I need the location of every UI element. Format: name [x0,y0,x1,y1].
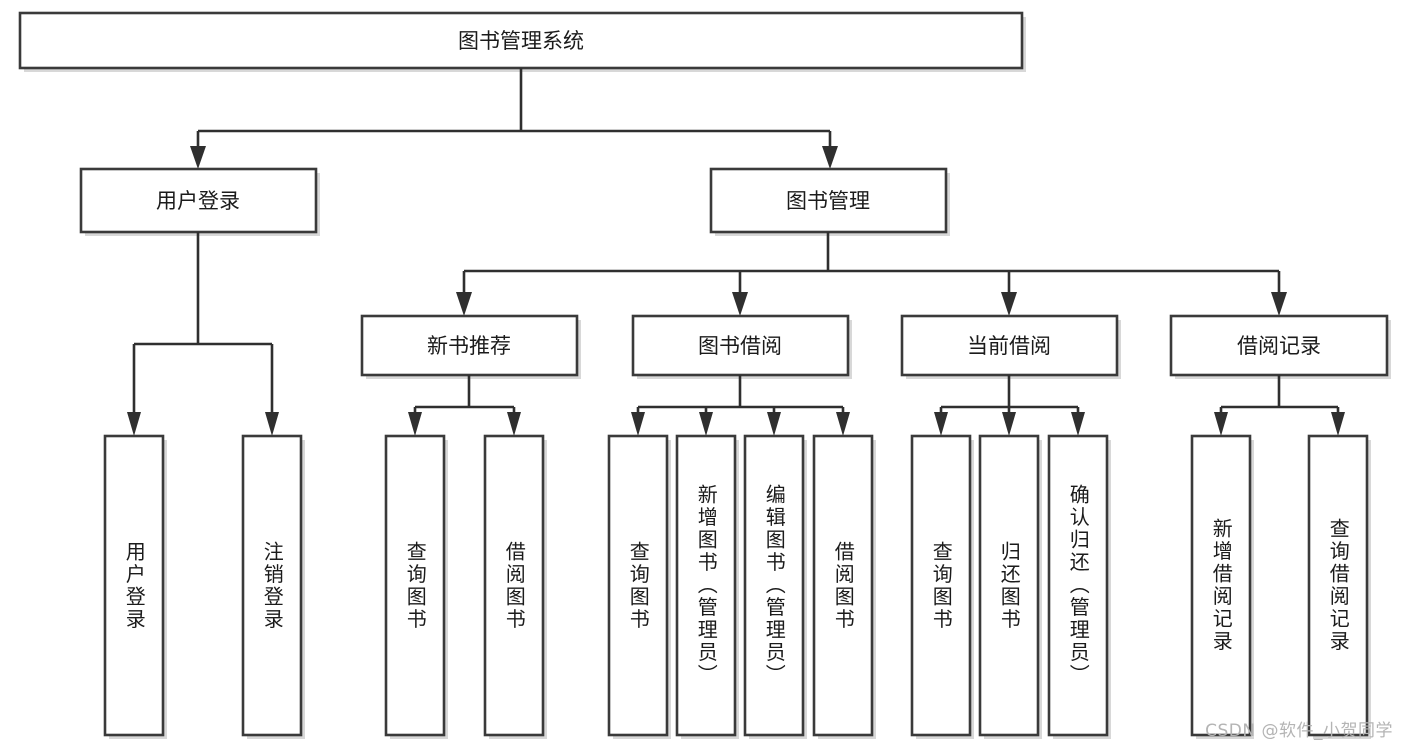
arrowhead-leaf-query-book-3 [934,412,948,436]
node-book-borrow-label: 图书借阅 [698,334,782,358]
arrowhead-leaf-add-record [1214,412,1228,436]
leaf-borrow-book-2-box[interactable] [812,434,874,737]
arrowhead-book-manage [822,146,838,169]
node-user-login[interactable]: 用户登录 [79,167,320,236]
node-book-manage-box[interactable] [709,167,948,234]
node-book-manage[interactable]: 图书管理 [709,167,950,236]
leaf-boxes [103,434,1371,739]
arrowhead-user-login [190,146,206,169]
edge-current-borrow-to-leaves [934,375,1085,436]
node-root[interactable]: 图书管理系统 [18,11,1026,72]
node-root-box[interactable] [18,11,1024,70]
node-current-borrow-label: 当前借阅 [967,334,1051,358]
arrowhead-leaf-return-book [1002,412,1016,436]
arrowhead-new-book-rec [456,292,472,316]
leaf-query-record-box[interactable] [1307,434,1369,737]
leaf-return-book-box[interactable] [978,434,1040,737]
leaf-query-book-3-box[interactable] [910,434,972,737]
arrowhead-leaf-borrow-book-1 [507,412,521,436]
arrowhead-leaf-edit-book [767,412,781,436]
arrowhead-leaf-user-login [127,412,141,436]
node-current-borrow[interactable]: 当前借阅 [900,314,1121,379]
edge-user-login-to-leaves [127,232,279,436]
edge-book-manage-to-level3 [456,232,1287,316]
node-current-borrow-box[interactable] [900,314,1119,377]
node-borrow-record-label: 借阅记录 [1237,334,1321,358]
leaf-add-record-box[interactable] [1190,434,1252,737]
arrowhead-borrow-record [1271,292,1287,316]
leaf-query-book-2-box[interactable] [607,434,669,737]
arrowhead-current-borrow [1001,292,1017,316]
edge-book-borrow-to-leaves [631,375,850,436]
node-new-book-rec[interactable]: 新书推荐 [360,314,581,379]
node-new-book-rec-label: 新书推荐 [427,334,511,358]
node-user-login-label: 用户登录 [156,189,240,213]
leaf-borrow-book-1-box[interactable] [483,434,545,737]
edge-root-to-level2 [190,68,838,169]
arrowhead-leaf-logout [265,412,279,436]
leaf-query-book-1-box[interactable] [384,434,446,737]
node-borrow-record-box[interactable] [1169,314,1389,377]
arrowhead-leaf-query-book-2 [631,412,645,436]
leaf-confirm-return-box[interactable] [1047,434,1109,737]
leaf-user-login-box[interactable] [103,434,165,737]
node-borrow-record[interactable]: 借阅记录 [1169,314,1391,379]
edge-borrow-record-to-leaves [1214,375,1345,436]
csdn-watermark: CSDN @软件_小贺同学 [1205,721,1393,741]
arrowhead-leaf-query-book-1 [408,412,422,436]
node-book-borrow[interactable]: 图书借阅 [631,314,852,379]
arrowhead-leaf-borrow-book-2 [836,412,850,436]
node-root-label: 图书管理系统 [458,29,584,53]
arrowhead-leaf-confirm-return [1071,412,1085,436]
leaf-edit-book-box[interactable] [743,434,805,737]
edge-new-book-rec-to-leaves [408,375,521,436]
leaf-add-book-box[interactable] [675,434,737,737]
arrowhead-book-borrow [732,292,748,316]
leaf-logout-box[interactable] [241,434,303,737]
arrowhead-leaf-query-record [1331,412,1345,436]
node-new-book-rec-box[interactable] [360,314,579,377]
node-book-manage-label: 图书管理 [786,189,870,213]
arrowhead-leaf-add-book [699,412,713,436]
node-user-login-box[interactable] [79,167,318,234]
